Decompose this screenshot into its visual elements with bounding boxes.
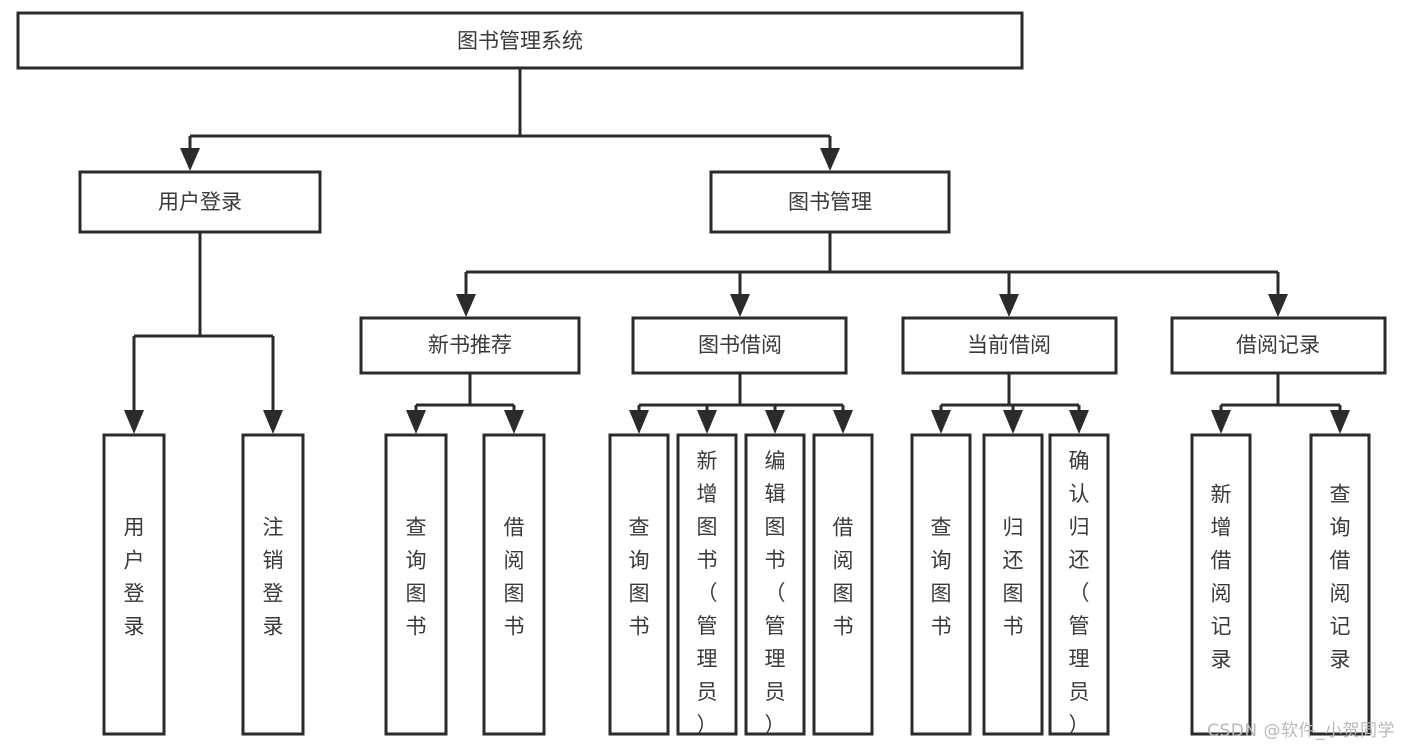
node-leaf-return-book[interactable]: 归还图书 — [982, 433, 1044, 736]
arrow-head-user-login — [180, 148, 200, 171]
node-leaf-user-login[interactable]: 用户登录 — [102, 433, 166, 736]
node-leaf-query-book-2-box[interactable] — [608, 433, 670, 736]
node-book-management-box[interactable] — [709, 170, 951, 234]
node-leaf-edit-book-admin-label: 编辑图书（管理员） — [765, 449, 786, 737]
node-leaf-query-book-3-box[interactable] — [910, 433, 972, 736]
node-leaf-user-login-box[interactable] — [102, 433, 166, 736]
node-leaf-query-book-3[interactable]: 查询图书 — [910, 433, 972, 736]
node-leaf-add-book-admin-box[interactable] — [676, 433, 738, 736]
node-leaf-borrow-book-1[interactable]: 借阅图书 — [482, 433, 546, 736]
node-borrow-record-box[interactable] — [1170, 316, 1387, 375]
arrow-head-book-borrow — [730, 294, 750, 317]
node-book-borrow[interactable]: 图书借阅 — [631, 316, 848, 375]
node-leaf-user-login-label: 用户登录 — [124, 516, 145, 639]
node-leaf-logout-login[interactable]: 注销登录 — [241, 433, 305, 736]
node-book-borrow-box[interactable] — [631, 316, 848, 375]
arrow-head-leaf-query-borrow-record — [1330, 410, 1350, 434]
node-new-book-recommend[interactable]: 新书推荐 — [359, 316, 581, 375]
node-user-login-box[interactable] — [78, 170, 322, 234]
arrow-head-leaf-query-book-2 — [629, 410, 649, 434]
node-book-management-label: 图书管理 — [788, 190, 872, 214]
arrow-head-leaf-return-book — [1003, 410, 1023, 434]
arrow-head-leaf-edit-book-admin — [765, 410, 785, 434]
node-leaf-query-book-1[interactable]: 查询图书 — [384, 433, 448, 736]
node-leaf-confirm-return-admin[interactable]: 确认归还（管理员） — [1048, 433, 1110, 737]
node-leaf-edit-book-admin-box[interactable] — [744, 433, 806, 736]
node-leaf-add-borrow-record-box[interactable] — [1190, 433, 1252, 736]
arrow-head-book-management — [820, 148, 840, 171]
arrow-head-leaf-user-login — [124, 410, 144, 434]
node-leaf-borrow-book-2[interactable]: 借阅图书 — [812, 433, 874, 736]
node-leaf-borrow-book-2-label: 借阅图书 — [833, 516, 854, 639]
arrow-head-leaf-confirm-return-admin — [1069, 410, 1089, 434]
node-user-login[interactable]: 用户登录 — [78, 170, 322, 234]
node-borrow-record-label: 借阅记录 — [1236, 333, 1320, 357]
node-leaf-edit-book-admin[interactable]: 编辑图书（管理员） — [744, 433, 806, 737]
node-leaf-logout-login-box[interactable] — [241, 433, 305, 736]
node-leaf-confirm-return-admin-label: 确认归还（管理员） — [1069, 449, 1090, 737]
node-root-box[interactable] — [16, 11, 1024, 70]
node-borrow-record[interactable]: 借阅记录 — [1170, 316, 1387, 375]
node-leaf-add-book-admin-label: 新增图书（管理员） — [697, 449, 718, 737]
arrow-head-leaf-query-book-3 — [931, 410, 951, 434]
node-leaf-add-borrow-record-label: 新增借阅记录 — [1211, 483, 1232, 672]
node-leaf-borrow-book-2-box[interactable] — [812, 433, 874, 736]
node-new-book-recommend-box[interactable] — [359, 316, 581, 375]
arrow-head-leaf-borrow-book-2 — [833, 410, 853, 434]
node-leaf-query-book-1-box[interactable] — [384, 433, 448, 736]
node-user-login-label: 用户登录 — [158, 190, 242, 214]
node-leaf-query-borrow-record-label: 查询借阅记录 — [1330, 483, 1351, 672]
leaf-layer: 用户登录 注销登录 查询图书 借阅图书 查询图书 新增图书（管理员） — [102, 433, 1371, 737]
arrow-head-borrow-record — [1268, 294, 1288, 317]
node-leaf-query-book-1-label: 查询图书 — [406, 516, 427, 639]
node-leaf-borrow-book-1-label: 借阅图书 — [504, 516, 525, 639]
node-root[interactable]: 图书管理系统 — [16, 11, 1024, 70]
node-leaf-logout-login-label: 注销登录 — [263, 516, 284, 639]
node-leaf-add-borrow-record[interactable]: 新增借阅记录 — [1190, 433, 1252, 736]
node-new-book-recommend-label: 新书推荐 — [428, 333, 512, 357]
node-current-borrow-box[interactable] — [901, 316, 1118, 375]
node-leaf-borrow-book-1-box[interactable] — [482, 433, 546, 736]
node-current-borrow-label: 当前借阅 — [967, 333, 1051, 357]
arrow-head-leaf-add-book-admin — [697, 410, 717, 434]
node-book-borrow-label: 图书借阅 — [698, 333, 782, 357]
node-leaf-return-book-label: 归还图书 — [1003, 516, 1024, 639]
arrow-head-leaf-add-borrow-record — [1211, 410, 1231, 434]
arrow-head-leaf-borrow-book-1 — [504, 410, 524, 434]
node-leaf-query-borrow-record[interactable]: 查询借阅记录 — [1309, 433, 1371, 736]
node-root-label: 图书管理系统 — [457, 29, 583, 53]
connector-layer — [124, 68, 1350, 434]
arrow-head-current-borrow — [999, 294, 1019, 317]
node-leaf-query-book-3-label: 查询图书 — [931, 516, 952, 639]
arrow-head-leaf-query-book-1 — [406, 410, 426, 434]
node-leaf-query-book-2[interactable]: 查询图书 — [608, 433, 670, 736]
node-current-borrow[interactable]: 当前借阅 — [901, 316, 1118, 375]
node-leaf-query-borrow-record-box[interactable] — [1309, 433, 1371, 736]
watermark: CSDN @软件_小贺同学 — [1207, 721, 1395, 741]
node-leaf-add-book-admin[interactable]: 新增图书（管理员） — [676, 433, 738, 737]
node-leaf-return-book-box[interactable] — [982, 433, 1044, 736]
arrow-head-leaf-logout-login — [263, 410, 283, 434]
node-leaf-query-book-2-label: 查询图书 — [629, 516, 650, 639]
node-book-management[interactable]: 图书管理 — [709, 170, 951, 234]
arrow-head-new-book-recommend — [456, 294, 476, 317]
node-leaf-confirm-return-admin-box[interactable] — [1048, 433, 1110, 736]
